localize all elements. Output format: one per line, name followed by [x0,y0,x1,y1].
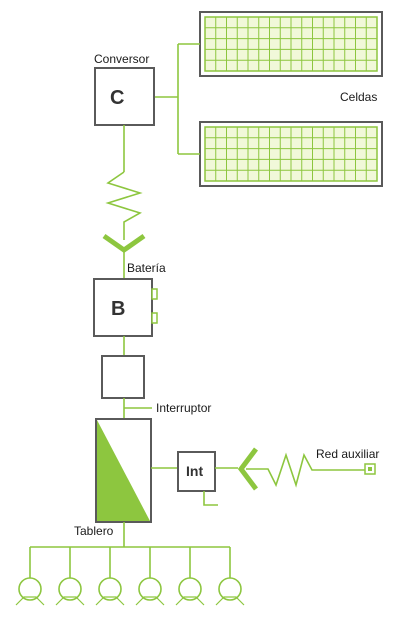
int-ground-wire [203,491,218,506]
tablero-label: Tablero [74,524,114,538]
int-box [177,451,216,492]
red-auxiliar-terminal-dot [368,467,372,471]
load-lamp-icon [175,547,205,606]
load-lamp-icon [55,547,85,606]
conversor-box [94,67,155,126]
celdas-label: Celdas [340,90,377,104]
solar-panel-bottom [199,121,383,187]
red-auxiliar-label: Red auxiliar [316,447,379,461]
conversor-label: Conversor [94,52,149,66]
conversor-letter: C [110,87,124,109]
switch-to-board-wire [123,398,152,419]
bateria-letter: B [111,298,125,320]
battery-terminal-bottom [151,312,158,324]
load-lamp-icon [15,547,45,606]
loads-group [15,547,245,606]
tablero-fill [97,420,150,521]
aux-line-wire [246,452,365,488]
int-label: Int [186,463,203,479]
aux-connector-icon [237,447,258,491]
solar-panel-top [199,11,383,77]
panel-wiring [155,43,200,155]
interruptor-label: Interruptor [156,401,211,415]
bateria-label: Batería [127,261,166,275]
dc-wire-top [105,125,143,240]
load-lamp-icon [95,547,125,606]
battery-terminal-top [151,288,158,300]
load-lamp-icon [215,547,245,606]
load-bus [30,522,230,548]
interruptor-box [101,355,145,399]
bateria-box [93,278,153,337]
load-lamp-icon [135,547,165,606]
